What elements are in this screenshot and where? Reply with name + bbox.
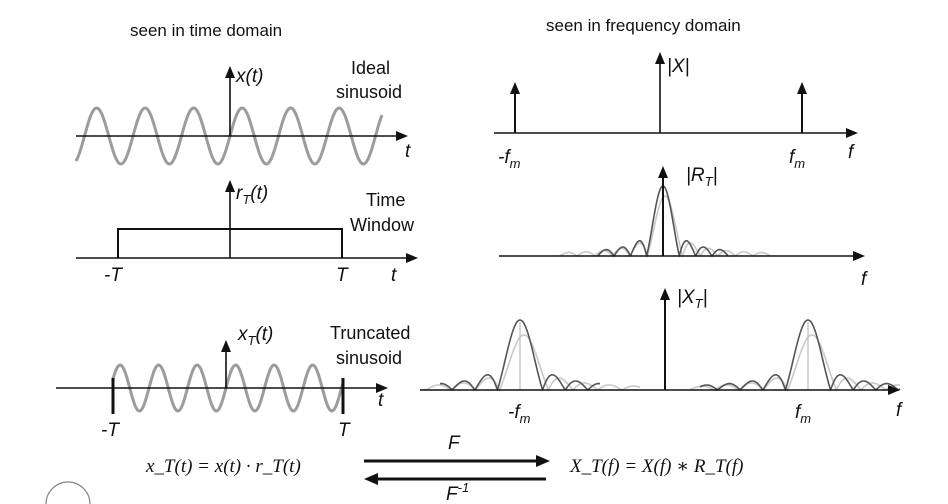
window-spectrum-plot: |RT| f <box>499 165 868 290</box>
ideal-spectrum-plot: |X| -fm fm f <box>494 52 858 171</box>
time-domain-equation: x_T(t) = x(t) · r_T(t) <box>145 456 301 477</box>
window-signal-label: rT(t) <box>236 183 268 207</box>
ideal-time-axis-arrow <box>396 131 408 141</box>
window-time-axis-label: t <box>391 265 397 286</box>
ideal-time-axis-label: t <box>405 141 411 162</box>
truncated-caption-line2: sinusoid <box>336 348 402 368</box>
window-freq-axis-label: f <box>861 269 868 290</box>
ideal-spectrum-pos-impulse-arrow <box>797 82 807 94</box>
window-pos-T-label: T <box>336 265 349 286</box>
ideal-spectrum-pos-fm: fm <box>789 147 805 171</box>
truncated-vertical-axis-arrow <box>221 340 231 352</box>
window-spectrum-label: |RT| <box>686 165 718 189</box>
corner-seal-fragment <box>45 481 91 504</box>
truncated-neg-T-label: -T <box>101 420 120 441</box>
ideal-caption-line2: sinusoid <box>336 82 402 102</box>
ideal-freq-axis-arrow <box>846 128 858 138</box>
ideal-vertical-axis-arrow <box>225 66 235 78</box>
truncated-freq-axis-label: f <box>896 400 903 421</box>
window-spectrum-vertical-axis-arrow <box>658 166 668 178</box>
ideal-caption-line1: Ideal <box>351 58 390 78</box>
ideal-spectrum-label: |X| <box>667 56 690 77</box>
window-neg-T-label: -T <box>104 265 123 286</box>
ideal-spectrum-neg-fm: -fm <box>498 147 521 171</box>
inverse-transform-arrowhead <box>364 473 378 485</box>
window-spectrum-side-lobes <box>559 195 771 259</box>
ideal-spectrum-vertical-axis-arrow <box>655 52 665 64</box>
ideal-signal-label: x(t) <box>235 66 263 87</box>
window-caption-line2: Window <box>350 215 415 235</box>
time-domain-header: seen in time domain <box>130 21 282 40</box>
truncated-sinusoid-wave <box>111 363 345 413</box>
window-caption-line1: Time <box>366 190 405 210</box>
truncated-pos-T-label: T <box>338 420 351 441</box>
truncated-time-axis-arrow <box>376 383 388 393</box>
truncated-spectrum-neg-fm: -fm <box>508 402 531 426</box>
truncated-spectrum-label: |XT| <box>677 287 708 311</box>
truncated-freq-axis-arrow <box>888 385 900 395</box>
truncated-sinusoid-plot: xT(t) Truncated sinusoid -T T t <box>56 323 410 441</box>
window-time-axis-arrow <box>406 253 418 263</box>
ideal-spectrum-neg-impulse-arrow <box>510 82 520 94</box>
time-window-plot: rT(t) Time Window -T T t <box>76 180 418 286</box>
truncated-spectrum-vertical-axis-arrow <box>660 288 670 300</box>
inverse-transform-label: F-1 <box>446 480 469 504</box>
truncated-spectrum-plot: |XT| -fm fm f <box>420 287 903 426</box>
truncated-time-axis-label: t <box>378 390 384 411</box>
forward-transform-arrowhead <box>536 455 550 467</box>
transform-relation: x_T(t) = x(t) · r_T(t) X_T(f) = X(f) ∗ R… <box>145 433 744 504</box>
window-freq-axis-arrow <box>853 251 865 261</box>
forward-transform-label: F <box>448 433 461 454</box>
window-vertical-axis-arrow <box>225 180 235 192</box>
truncated-caption-line1: Truncated <box>330 323 410 343</box>
truncated-spectrum-sinc <box>440 319 901 392</box>
frequency-domain-header: seen in frequency domain <box>546 16 741 35</box>
truncated-spectrum-pos-fm: fm <box>795 402 811 426</box>
ideal-freq-axis-label: f <box>848 142 855 163</box>
ideal-sinusoid-wave <box>74 106 384 166</box>
truncated-signal-label: xT(t) <box>237 324 273 348</box>
ideal-sinusoid-plot: x(t) Ideal sinusoid t <box>74 58 411 166</box>
frequency-domain-equation: X_T(f) = X(f) ∗ R_T(f) <box>569 456 744 477</box>
